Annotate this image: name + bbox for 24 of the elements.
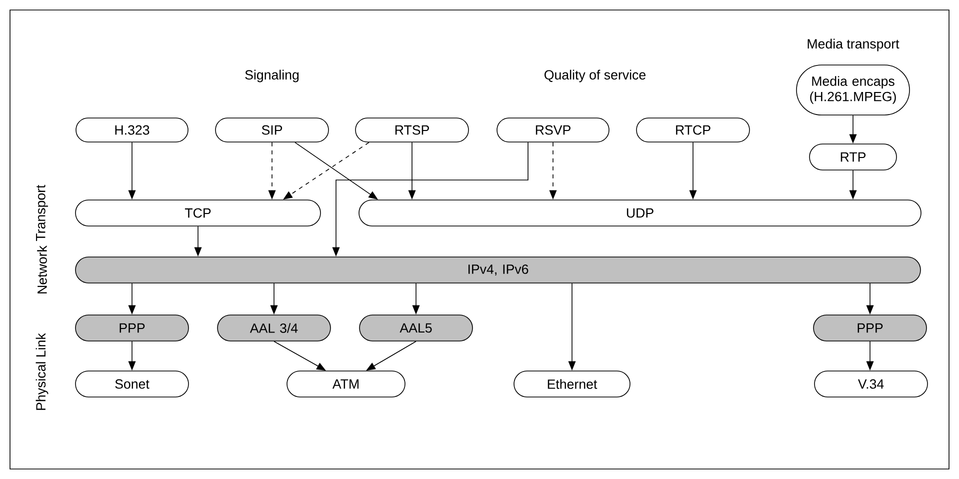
protocol-box: IPv4, IPv6 (75, 256, 921, 284)
protocol-box: SIP (215, 118, 329, 142)
protocol-box: Ethernet (514, 370, 630, 398)
protocol-box: Sonet (75, 370, 189, 398)
protocol-box: RTP (809, 144, 897, 170)
protocol-box: AAL 3/4 (217, 314, 331, 342)
protocol-box: TCP (75, 200, 321, 226)
column-heading: Quality of service (544, 70, 646, 82)
protocol-box: UDP (358, 200, 922, 226)
protocol-box: Media encaps (H.261.MPEG) (796, 64, 910, 116)
protocol-box: RTSP (355, 118, 469, 142)
layer-label: Network (37, 246, 47, 294)
protocol-box: PPP (813, 314, 927, 342)
protocol-box: ATM (286, 370, 406, 398)
layer-label: Physical Link (36, 333, 48, 410)
protocol-box: RTCP (636, 118, 750, 142)
protocol-box: RSVP (496, 118, 610, 142)
layer-label: Transport (36, 184, 48, 241)
protocol-box: V.34 (814, 370, 928, 398)
column-heading: Signaling (245, 70, 299, 82)
column-heading: Media transport (808, 38, 900, 52)
protocol-box: PPP (75, 314, 189, 342)
protocol-box: H.323 (76, 118, 188, 142)
protocol-box: AAL5 (359, 314, 473, 342)
